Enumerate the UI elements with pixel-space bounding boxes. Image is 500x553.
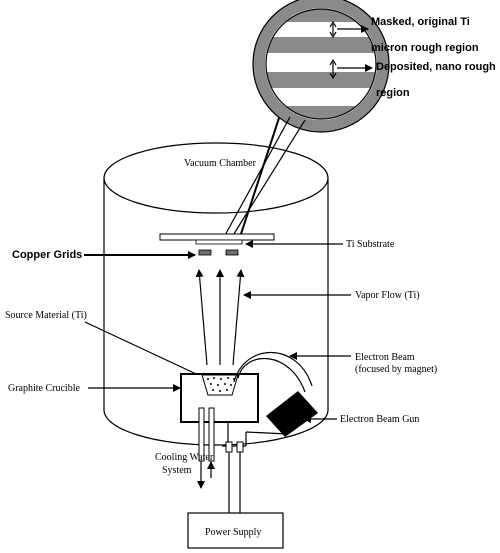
zoom-magnifier [252, 0, 390, 133]
deposited-label-line1: Deposited, nano rough [376, 61, 496, 73]
masked-label-line2: micron rough region [371, 42, 479, 54]
masked-label-line1: Masked, original Ti [371, 16, 470, 28]
vacuum-chamber [103, 142, 329, 446]
graphite-crucible [180, 373, 259, 423]
cooling-water-label-line2: System [162, 465, 192, 476]
source-material-label: Source Material (Ti) [5, 310, 87, 321]
copper-grids-label: Copper Grids [12, 249, 82, 261]
source-material-arrow [84, 321, 210, 381]
power-supply-box [187, 512, 284, 549]
electron-beam-gun [266, 391, 318, 437]
power-connections [222, 422, 289, 513]
zoom-circle-outer [253, 0, 389, 132]
zoom-circle-inner [265, 8, 377, 120]
vapor-flow-arrows [195, 269, 245, 366]
stripe-2 [266, 37, 376, 53]
electron-beam [233, 351, 313, 393]
zoom-cone-lines [223, 116, 306, 238]
power-supply-label: Power Supply [205, 527, 261, 538]
copper-grid-right [225, 249, 239, 256]
vacuum-chamber-label: Vacuum Chamber [184, 158, 257, 169]
ti-substrate [159, 233, 275, 241]
electron-beam-label-line2: (focused by magnet) [355, 364, 437, 375]
cooling-water-label-line1: Cooling Water [155, 452, 214, 463]
grid-holder [195, 239, 243, 245]
copper-grid-left [198, 249, 212, 256]
electron-beam-label-line1: Electron Beam [355, 352, 415, 363]
vapor-flow-label: Vapor Flow (Ti) [355, 290, 420, 301]
cooling-water-pipes [197, 407, 215, 489]
source-material-dots [207, 377, 235, 392]
stripe-3 [266, 72, 376, 88]
ti-substrate-label: Ti Substrate [346, 239, 395, 250]
electron-beam-gun-label: Electron Beam Gun [340, 414, 419, 425]
deposited-label-line2: region [376, 87, 410, 99]
graphite-crucible-label: Graphite Crucible [8, 383, 80, 394]
